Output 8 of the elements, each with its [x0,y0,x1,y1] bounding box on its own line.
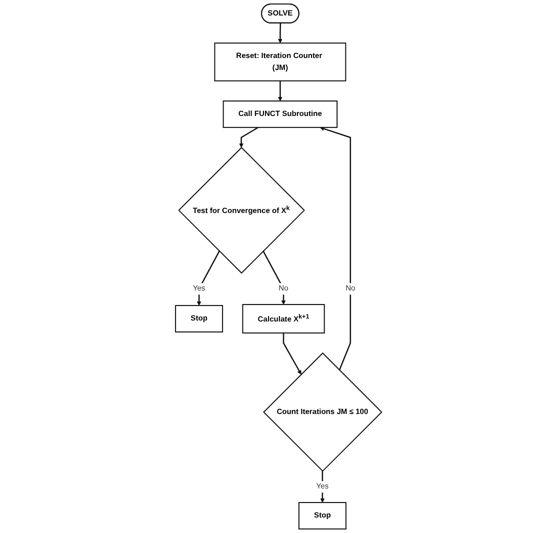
arrow [239,126,259,148]
arrow [263,250,286,305]
arrow [197,250,220,306]
arrow [320,126,352,370]
arrow [283,332,302,375]
arrow [320,471,326,503]
arrow [278,80,283,102]
arrow [278,23,283,44]
